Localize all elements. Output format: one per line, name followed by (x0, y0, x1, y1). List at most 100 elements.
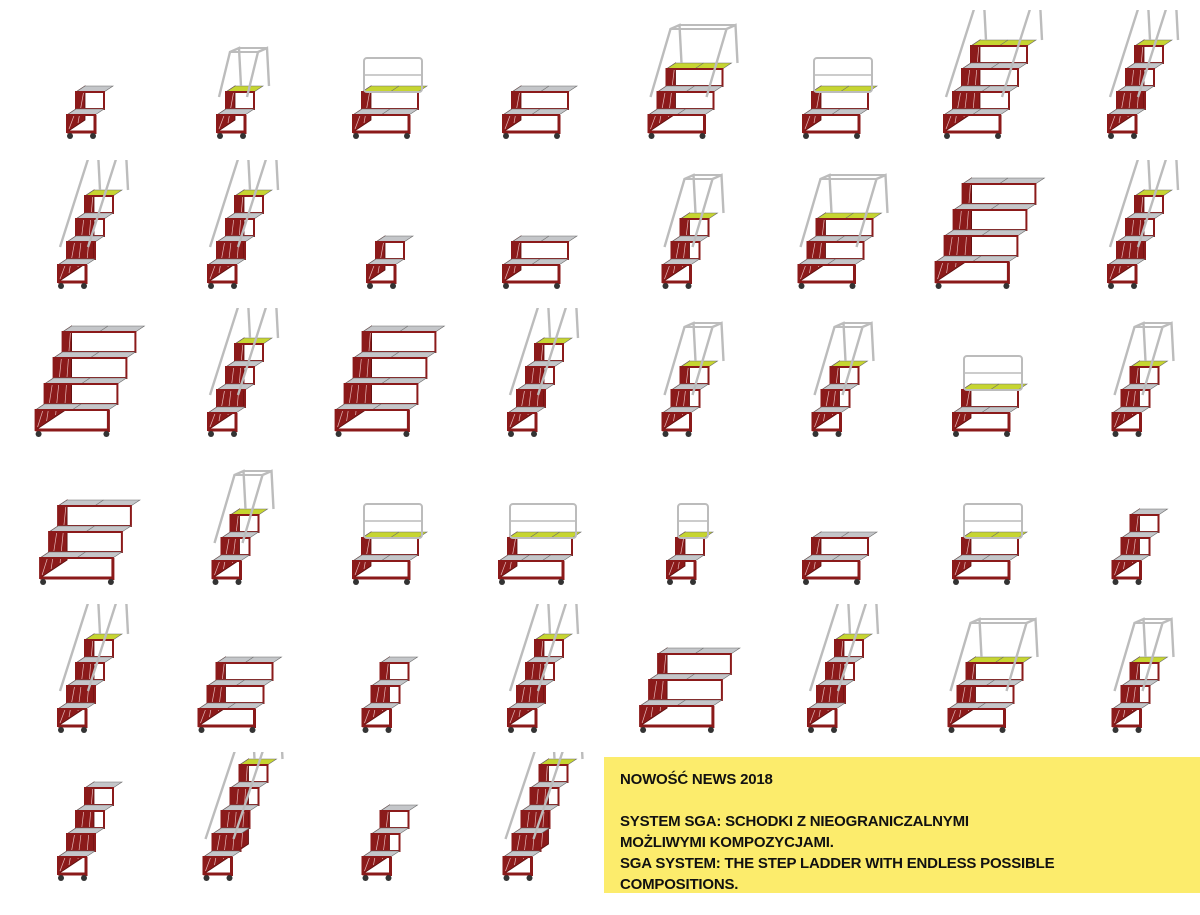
product-item (11, 752, 161, 900)
hand-rail (949, 617, 983, 692)
product-item (461, 160, 611, 308)
wheel (1135, 431, 1142, 437)
product-item (761, 10, 911, 158)
step-ladder-drawing (202, 752, 284, 881)
news-line-pl-2: MOŻLIWYMI KOMPOZYCJAMI. (620, 834, 834, 851)
product-item (1061, 10, 1200, 158)
product-illustration (202, 752, 284, 881)
hand-rail (217, 46, 243, 98)
product-item (461, 604, 611, 752)
product-illustration (1111, 321, 1175, 437)
product-illustration (1107, 160, 1180, 289)
step-ladder-drawing (807, 604, 880, 733)
wheel (81, 727, 87, 733)
wheel (835, 431, 842, 437)
product-item (911, 308, 1061, 456)
step-ladder-drawing (811, 321, 875, 437)
product-illustration (661, 321, 725, 437)
step-ladder-drawing (802, 57, 878, 139)
hand-rail (1005, 617, 1039, 692)
hand-rail (841, 321, 875, 396)
product-item (611, 160, 761, 308)
product-item (761, 604, 911, 752)
wheel (58, 875, 64, 881)
wheel (995, 133, 1001, 139)
hand-rail (508, 308, 552, 396)
hand-rail (236, 308, 280, 396)
wheel (854, 133, 860, 139)
wheel (35, 431, 42, 437)
step-ladder-drawing (947, 617, 1039, 733)
product-illustration (352, 503, 428, 585)
step-ladder-drawing (502, 235, 578, 289)
wheel (203, 875, 210, 881)
wheel (1131, 283, 1137, 289)
product-illustration (34, 325, 146, 437)
step-ladder-drawing (57, 160, 130, 289)
hand-rail (213, 469, 247, 544)
product-illustration (811, 321, 875, 437)
hand-rail (1136, 10, 1180, 98)
step-ladder-drawing (952, 503, 1028, 585)
hand-rail (208, 160, 252, 248)
product-item (161, 160, 311, 308)
product-illustration (952, 355, 1028, 437)
wheel (526, 875, 533, 881)
wheel (1004, 431, 1010, 437)
step-ladder-drawing (366, 235, 414, 289)
wheel (58, 283, 64, 289)
wheel (404, 579, 410, 585)
step-ladder-drawing (1107, 10, 1180, 139)
product-illustration (66, 85, 114, 139)
hand-rail (236, 160, 280, 248)
side-frame (1112, 508, 1140, 579)
step-ladder-drawing (57, 781, 123, 881)
product-item (11, 10, 161, 158)
product-item (611, 456, 761, 604)
wheel (1003, 283, 1010, 289)
product-illustration (666, 503, 714, 585)
step-ladder-drawing (207, 308, 280, 437)
step-ladder-drawing (647, 23, 739, 139)
step-ladder-drawing (34, 325, 146, 437)
hand-rail (808, 604, 852, 692)
product-illustration (211, 469, 275, 585)
hand-rail (1000, 10, 1044, 98)
step-riser (361, 331, 437, 353)
wheel (235, 579, 242, 585)
wheel (1108, 133, 1114, 139)
wheel (803, 133, 809, 139)
wheel (1135, 727, 1142, 733)
wheel (640, 727, 647, 733)
wheel (953, 431, 959, 437)
product-item (761, 160, 911, 308)
product-item (461, 752, 611, 900)
wheel (249, 727, 256, 733)
hand-rail (86, 160, 130, 248)
hand-rail (836, 604, 880, 692)
product-illustration (216, 46, 271, 139)
product-item (161, 752, 311, 900)
step-ladder-drawing (1111, 508, 1169, 585)
hand-rail (241, 469, 275, 544)
wheel (1004, 579, 1010, 585)
product-item (11, 456, 161, 604)
wheel (953, 579, 959, 585)
wheel (662, 283, 669, 289)
hand-rail (204, 752, 256, 840)
wheel (208, 283, 214, 289)
hand-rail (705, 23, 739, 98)
hand-rail (799, 173, 833, 248)
wheel (808, 727, 814, 733)
step-ladder-drawing (934, 177, 1046, 289)
hand-rail (1141, 617, 1175, 692)
product-illustration (366, 235, 414, 289)
hand-rail (1141, 321, 1175, 396)
product-illustration (661, 173, 725, 289)
wheel (1131, 133, 1137, 139)
hand-rail (86, 604, 130, 692)
product-illustration (797, 173, 889, 289)
wheel (1112, 431, 1119, 437)
step-ladder-drawing (507, 604, 580, 733)
hand-rail (504, 752, 556, 840)
